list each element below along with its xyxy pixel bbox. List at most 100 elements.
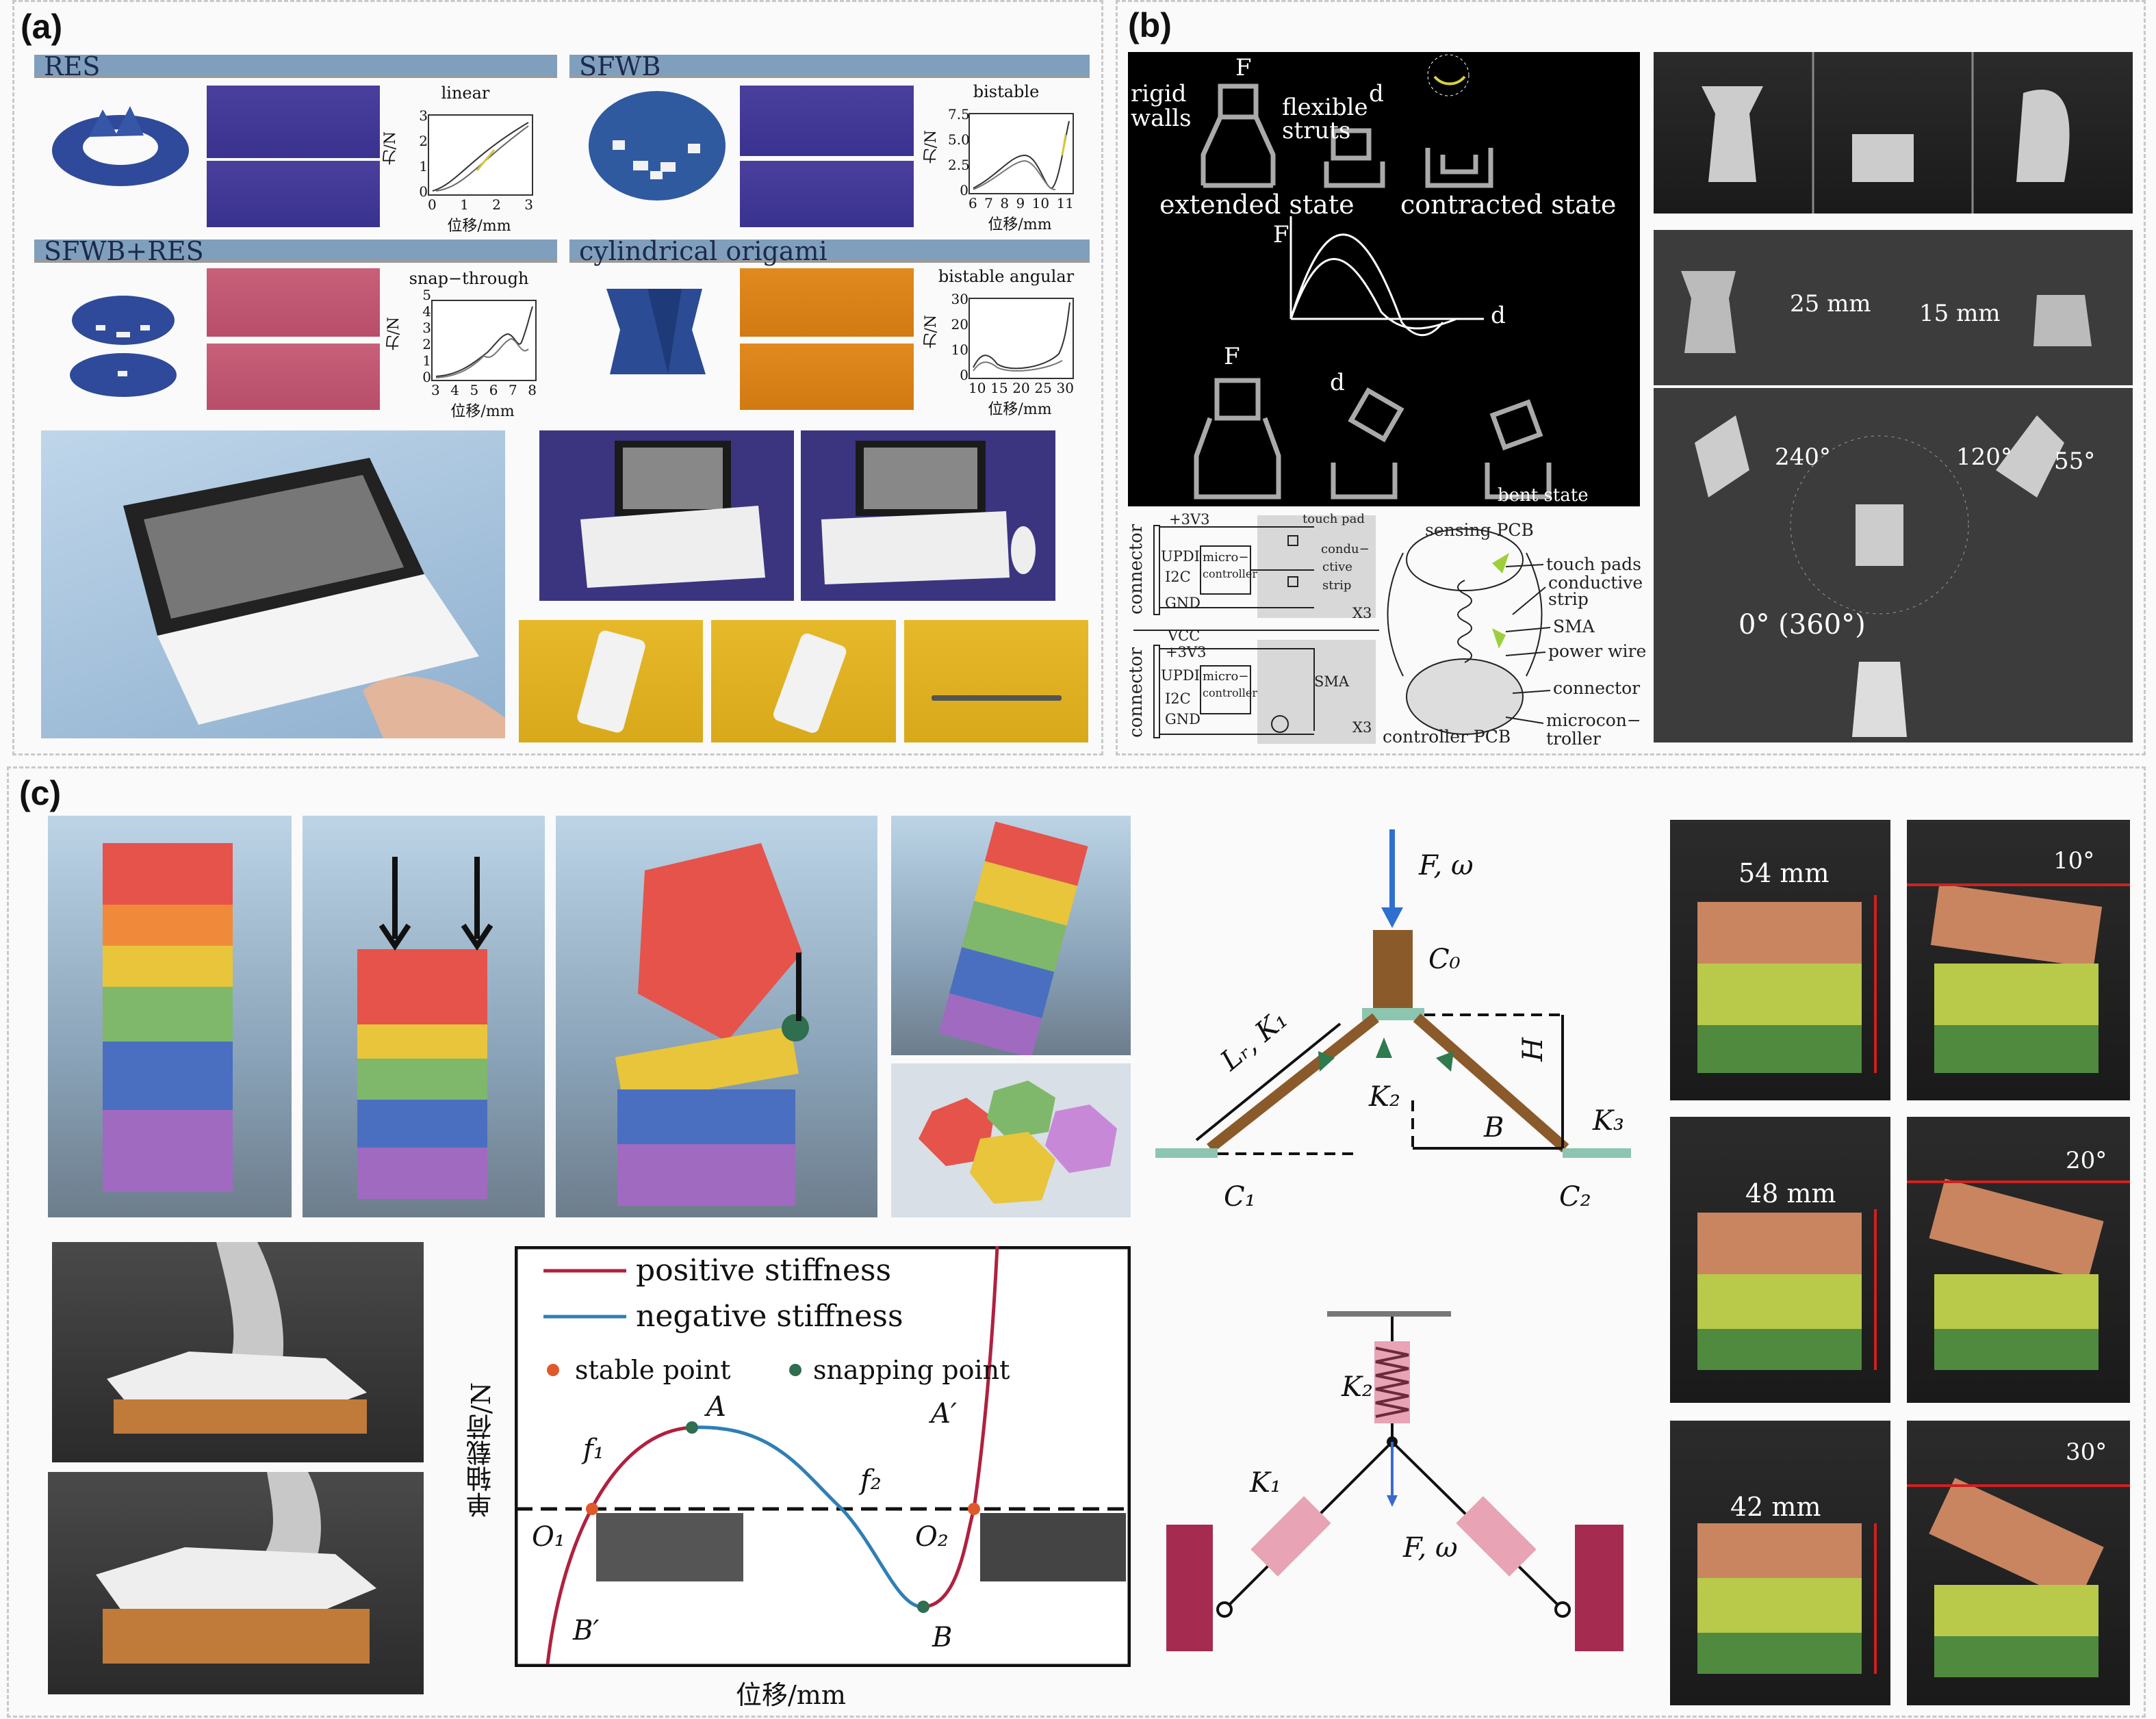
rigid-walls-label-2: walls [1131, 105, 1192, 132]
updi-label-2: UPDI [1161, 667, 1200, 684]
y-tick: 2 [422, 336, 431, 352]
y-tick: 3 [419, 107, 428, 124]
y-tick: 20 [951, 316, 968, 333]
contracted-state-label: contracted state [1400, 190, 1616, 220]
sfwb-res-disk-images [70, 296, 177, 397]
tablet-keyboard-photo [41, 430, 505, 738]
force-label: F [1235, 54, 1252, 81]
snapping-point [686, 1421, 698, 1434]
height-comparison-photo [1654, 230, 2133, 385]
legend-stable-marker [547, 1364, 559, 1376]
legend-snapping-marker [789, 1364, 801, 1376]
force-label-bent: F [1224, 343, 1240, 370]
legend-negative-label: negative stiffness [636, 1299, 903, 1334]
angle-240-label: 240° [1775, 443, 1831, 471]
y-tick: 0 [422, 369, 431, 385]
y-tick: 0 [419, 183, 428, 200]
contracted-height-label: 15 mm [1919, 300, 2001, 327]
sensing-pcb-label: sensing PCB [1425, 520, 1534, 540]
y-tick: 10 [951, 341, 968, 358]
y-tick: 1 [422, 352, 431, 369]
rigid-walls-label: rigid [1131, 80, 1187, 107]
cylindrical-origami-image [606, 289, 706, 374]
force-omega-label: F, ω [1418, 850, 1474, 881]
x-axis-label: 位移/mm [988, 401, 1052, 418]
origami-twist-photo [740, 268, 914, 337]
finger-press-photo-2 [48, 1472, 424, 1694]
y-tick: 30 [951, 291, 968, 307]
angle-20-label: 20° [2066, 1147, 2107, 1174]
stack-20deg-photo [1907, 1117, 2130, 1403]
panel-c-label: (c) [19, 774, 62, 812]
connector-pcb-label: connector [1553, 678, 1640, 698]
x-tick: 10 [968, 380, 986, 396]
x3-label-top: X3 [1352, 605, 1372, 621]
plot-frame [968, 113, 1074, 194]
panel-a [12, 0, 1103, 755]
plot-frame [968, 298, 1074, 379]
y-tick: 4 [422, 303, 431, 320]
x-tick: 7 [509, 382, 517, 398]
microcontroller-label: micro− [1203, 550, 1248, 565]
touch-pads-label: touch pads [1546, 554, 1641, 574]
f2-label: f₂ [858, 1464, 882, 1496]
i2c-label-2: I2C [1165, 690, 1191, 707]
spring-model-schematic: K₂ K₁ F, ω [1166, 1311, 1624, 1651]
x-tick: 3 [524, 196, 533, 213]
microcontroller-pcb-label: microcon− [1546, 710, 1641, 730]
res-disk-image [52, 106, 189, 186]
extended-height-label: 25 mm [1790, 290, 1871, 318]
v33-label-2: +3V3 [1166, 644, 1206, 660]
y-tick: 5.0 [948, 131, 970, 148]
sma-circuit-label: SMA [1314, 673, 1350, 690]
plot-frame [428, 114, 533, 196]
stiffness-curve-plot: positive stiffness negative stiffness st… [515, 1246, 1131, 1667]
spring-force-label: F, ω [1402, 1532, 1458, 1564]
microcontroller-label-b: micro− [1203, 669, 1248, 684]
c1-label: C₁ [1224, 1181, 1256, 1211]
k3-label: K₃ [1592, 1105, 1624, 1137]
stack-30deg-photo [1907, 1421, 2130, 1705]
finger-press-photo-1 [52, 1242, 424, 1462]
angle-55-label: 55° [2054, 448, 2096, 475]
sma-label: SMA [1553, 617, 1595, 636]
panel-c [7, 766, 2146, 1718]
y-tick: 0 [960, 367, 968, 383]
x-tick: 6 [968, 195, 977, 211]
angle-30-label: 30° [2066, 1438, 2107, 1466]
y-tick: 1 [419, 158, 428, 175]
b-label: B [1483, 1112, 1504, 1143]
k2-label: K₂ [1368, 1081, 1400, 1113]
y-tick: 3 [422, 320, 431, 336]
displacement-label: d [1369, 80, 1384, 107]
section-header-res: RES [34, 53, 557, 79]
conductive-strip-label-2: ctive [1322, 560, 1352, 574]
x-axis-label: 位移/mm [450, 403, 515, 420]
stack-48mm-photo [1670, 1117, 1890, 1403]
power-wire-label: power wire [1548, 641, 1646, 661]
height-54mm-label: 54 mm [1738, 858, 1830, 888]
sfwb-res-press-photo [207, 268, 380, 337]
stable-state-photo-1 [596, 1513, 743, 1581]
microcontroller-label-2: controller [1203, 567, 1257, 580]
v33-label: +3V3 [1169, 512, 1209, 528]
legend-snapping-label: snapping point [813, 1355, 1010, 1385]
curve-displacement-axis-label: d [1491, 302, 1506, 329]
x-tick: 8 [1000, 195, 1010, 211]
legend-positive-label: positive stiffness [636, 1253, 891, 1288]
section-header-sfwb-res: SFWB+RES [34, 238, 557, 264]
x-tick: 8 [528, 382, 537, 398]
height-42mm-label: 42 mm [1730, 1492, 1821, 1522]
stable-point [586, 1503, 598, 1515]
y-tick: 2.5 [948, 157, 970, 173]
section-header-cylindrical-origami: cylindrical origami [569, 238, 1090, 264]
x-tick: 15 [990, 380, 1008, 396]
plot-title: bistable angular [938, 267, 1075, 286]
